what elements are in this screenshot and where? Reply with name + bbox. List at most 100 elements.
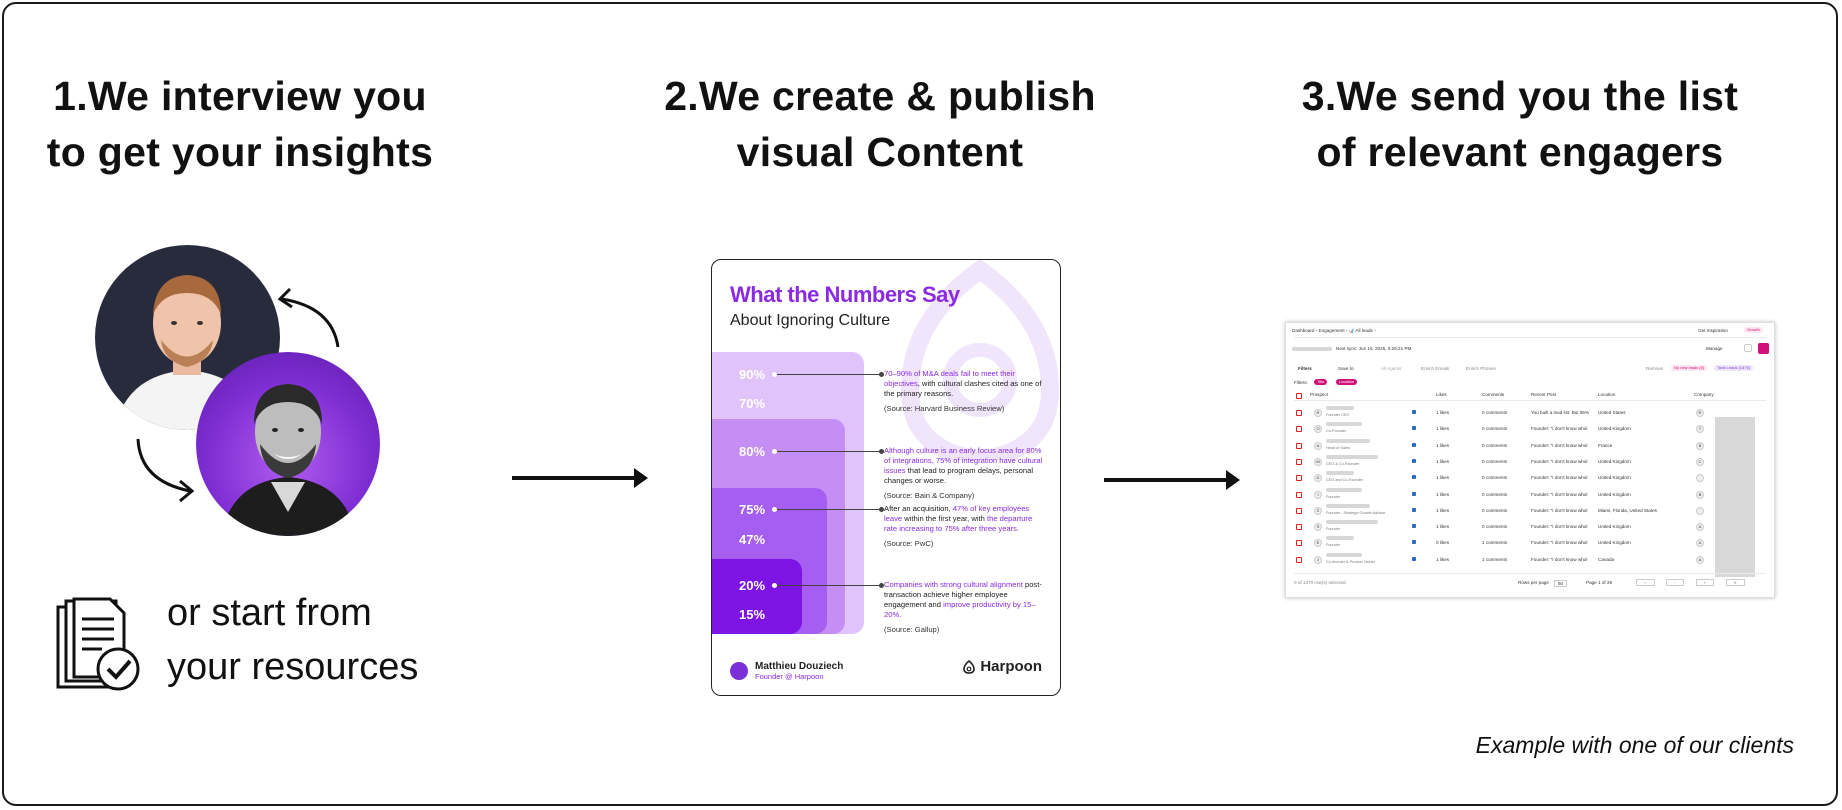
linkedin-icon[interactable] — [1412, 442, 1416, 447]
recent-post[interactable]: Founder: "I don't know whol — [1531, 556, 1588, 562]
step-2-title: 2.We create & publish visual Content — [650, 68, 1110, 180]
leader-line — [772, 449, 884, 454]
linkedin-icon[interactable] — [1412, 540, 1416, 545]
row-checkbox[interactable] — [1296, 410, 1302, 416]
stat-3: After an acquisition, 47% of key employe… — [884, 504, 1044, 549]
linkedin-icon[interactable] — [1412, 458, 1416, 463]
comments-count: 0 comments — [1482, 458, 1508, 464]
all-agents-button[interactable]: All Agents — [1381, 366, 1402, 371]
company-logo: T — [1696, 425, 1704, 434]
linkedin-icon[interactable] — [1412, 507, 1416, 512]
column-header[interactable]: Location — [1598, 392, 1616, 397]
row-checkbox[interactable] — [1296, 556, 1302, 563]
recent-post[interactable]: Founder: "I don't know whol — [1531, 507, 1588, 513]
linkedin-icon[interactable] — [1412, 475, 1416, 480]
settings-icon[interactable] — [1744, 344, 1752, 352]
linkedin-icon[interactable] — [1412, 426, 1416, 431]
enrich-phones-button[interactable]: Enrich Phones — [1466, 366, 1496, 371]
recent-post[interactable]: Founder: "I don't know whol — [1531, 491, 1588, 497]
row-checkbox[interactable] — [1296, 475, 1302, 482]
stat-1-source: (Source: Harvard Business Review) — [884, 404, 1005, 413]
row-checkbox[interactable] — [1296, 524, 1302, 531]
save-to-button[interactable]: Save to — [1338, 366, 1354, 371]
pct-label: 20% — [739, 578, 766, 593]
linkedin-icon[interactable] — [1412, 556, 1416, 561]
no-new-leads-tag[interactable]: No new leads (0) — [1671, 365, 1708, 371]
rows-per-page-select[interactable]: 50 — [1554, 580, 1568, 587]
linkedin-icon[interactable] — [1412, 491, 1416, 496]
filter-tag[interactable]: Title — [1314, 379, 1328, 385]
arrow-right-icon — [512, 468, 648, 488]
likes-count: 1 likes — [1436, 426, 1450, 432]
documents-check-icon — [56, 597, 140, 691]
next-page-button[interactable]: › — [1696, 579, 1714, 586]
recent-post[interactable]: Founder: "I don't know whol — [1531, 540, 1588, 546]
curved-arrow-icon — [136, 438, 195, 503]
get-inspiration-link[interactable]: Get Inspiration — [1698, 328, 1728, 333]
linkedin-icon[interactable] — [1412, 410, 1416, 414]
prospect-location: United Kingdom — [1598, 475, 1631, 481]
last-page-button[interactable]: » — [1726, 579, 1745, 586]
prospect-avatar: A — [1314, 441, 1322, 450]
redacted-name — [1326, 536, 1354, 541]
row-checkbox[interactable] — [1296, 458, 1302, 465]
stat-4-source: (Source: Gallup) — [884, 625, 940, 634]
recent-post[interactable]: Founder: "I don't know whol — [1531, 458, 1588, 464]
prospect-role: Co-founder & Product Owner — [1326, 559, 1375, 564]
stat-3-highlight-2: the departure rate increasing to 75% aft… — [884, 514, 1033, 533]
company-logo: A — [1696, 539, 1704, 548]
recent-post[interactable]: Founder: "I don't know whol — [1531, 475, 1588, 481]
row-checkbox[interactable] — [1296, 426, 1302, 433]
column-header[interactable]: Company — [1694, 392, 1714, 397]
prev-page-button[interactable]: ‹ — [1666, 579, 1684, 586]
curved-arrow-icon — [277, 287, 340, 348]
filter-tag[interactable]: Location — [1336, 379, 1358, 385]
manage-button[interactable]: Manage — [1706, 346, 1723, 351]
company-logo: A — [1696, 555, 1704, 564]
prospect-avatar: Z — [1314, 506, 1322, 515]
comments-count: 0 comments — [1482, 524, 1508, 530]
row-checkbox[interactable] — [1296, 507, 1302, 514]
column-header[interactable]: Prospect — [1310, 392, 1329, 397]
row-checkbox[interactable] — [1296, 540, 1302, 547]
prospect-location: United Kingdom — [1598, 524, 1631, 530]
export-icon[interactable] — [1758, 343, 1769, 354]
filters-button[interactable]: Filters — [1298, 366, 1312, 371]
select-all-checkbox[interactable] — [1296, 393, 1302, 399]
leader-line — [772, 583, 884, 588]
prospect-location: United Kingdom — [1598, 540, 1631, 546]
column-header[interactable]: Comments — [1482, 392, 1505, 397]
recent-post[interactable]: Founder: "I don't know whol — [1531, 442, 1588, 448]
upgrade-badge[interactable]: Growth — [1744, 327, 1763, 333]
row-checkbox[interactable] — [1296, 442, 1302, 449]
prospect-role: Founder — [1326, 543, 1341, 548]
comments-count: 0 comments — [1482, 475, 1508, 481]
recent-post[interactable]: Founder: "I don't know whol — [1531, 524, 1588, 530]
remove-button[interactable]: Remove — [1646, 366, 1664, 371]
linkedin-icon[interactable] — [1412, 524, 1416, 529]
row-checkbox[interactable] — [1296, 491, 1302, 498]
total-leads-tag[interactable]: Total Leads (1470) — [1714, 365, 1754, 371]
enrich-emails-button[interactable]: Enrich Emails — [1421, 366, 1450, 371]
column-header[interactable]: Likes — [1436, 392, 1447, 397]
recent-post[interactable]: Founder: "I don't know whol — [1531, 426, 1588, 432]
first-page-button[interactable]: « — [1636, 579, 1655, 586]
prospect-avatar: R — [1314, 409, 1322, 417]
author-avatar — [730, 662, 748, 680]
page-indicator: Page 1 of 29 — [1586, 580, 1613, 585]
breadcrumb[interactable]: Dashboard › Engagement › 📊 All leads › — [1292, 328, 1376, 333]
column-header[interactable]: Recent Post — [1531, 392, 1557, 397]
leader-line — [772, 372, 884, 377]
recent-post[interactable]: You built a lead list. But 95% — [1531, 410, 1590, 415]
engagers-app-screenshot: Dashboard › Engagement › 📊 All leads › G… — [1285, 322, 1775, 598]
